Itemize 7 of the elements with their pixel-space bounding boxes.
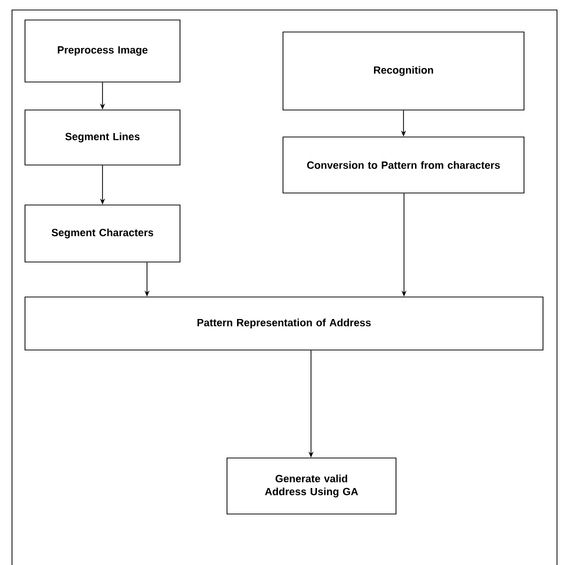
process-box: Recognition [282,32,524,110]
process-box: Preprocess Image [24,20,180,82]
process-box: Pattern Representation of Address [24,296,544,350]
process-box: Generate valid Address Using GA [226,458,396,514]
process-box: Segment Characters [24,204,180,262]
process-box: Segment Lines [24,110,180,166]
process-box: Conversion to Pattern from characters [282,136,524,194]
